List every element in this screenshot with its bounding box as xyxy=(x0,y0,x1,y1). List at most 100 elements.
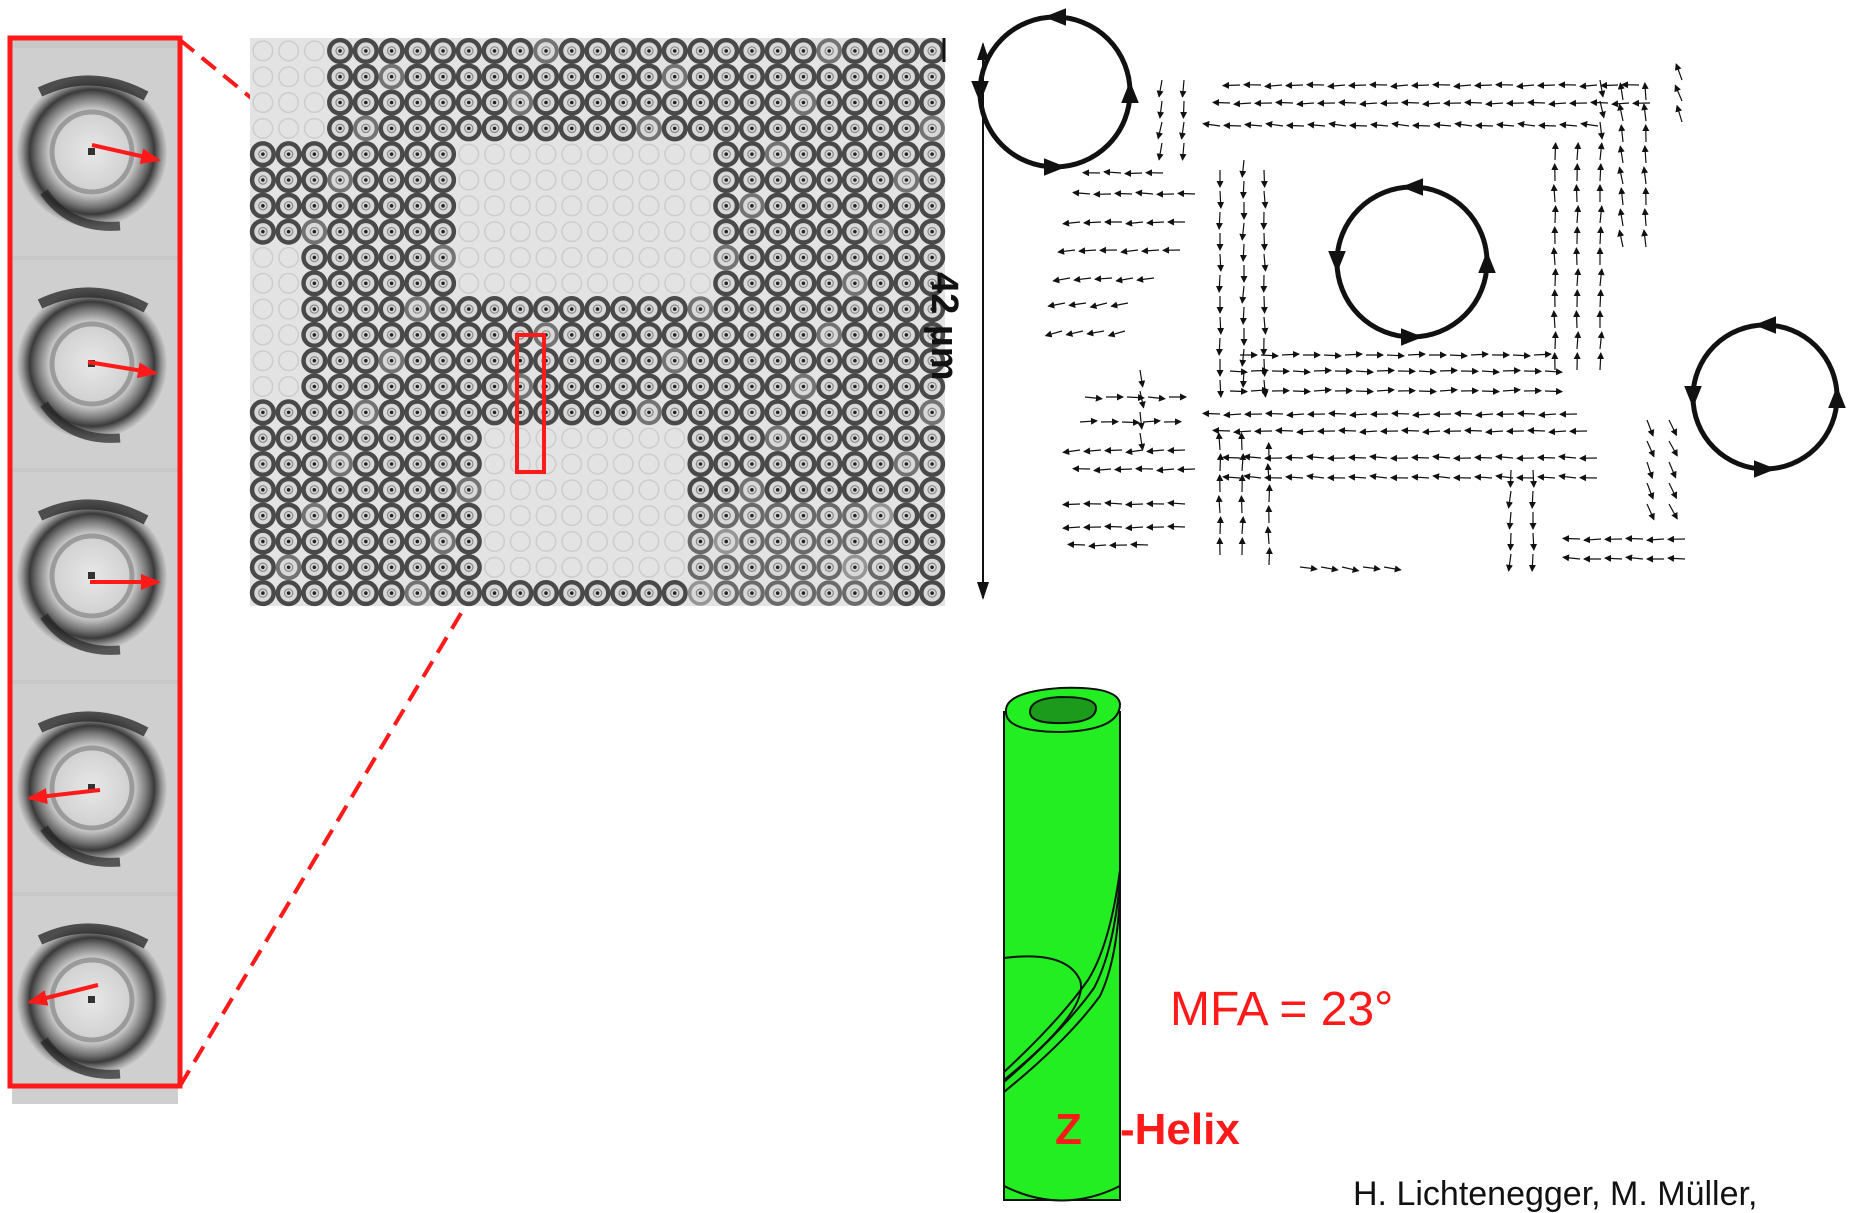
diffraction-ring-icon xyxy=(919,166,946,194)
diffraction-ring-icon xyxy=(842,502,868,529)
field-arrow-icon xyxy=(1320,565,1339,573)
diffraction-ring-icon xyxy=(764,528,791,555)
diffraction-ring-icon xyxy=(481,321,508,348)
fibril-2 xyxy=(1003,879,1121,1083)
diffraction-ring-icon xyxy=(687,89,714,116)
diffraction-ring-icon xyxy=(919,218,946,245)
field-arrow-icon xyxy=(1323,352,1342,360)
diffraction-ring-icon xyxy=(635,321,663,348)
diffraction-ring-icon xyxy=(664,556,686,578)
diffraction-ring-icon xyxy=(429,580,457,607)
diffraction-ring-icon xyxy=(484,505,506,527)
diffraction-ring-icon xyxy=(301,476,328,503)
diffraction-ring-icon xyxy=(635,63,663,90)
diffraction-ring-icon xyxy=(378,425,405,452)
diffraction-ring-icon xyxy=(893,37,920,64)
diffraction-ring-icon xyxy=(278,350,300,372)
field-arrow-icon xyxy=(1125,219,1144,227)
diffraction-ring-icon xyxy=(738,321,766,348)
diffraction-ring-icon xyxy=(790,502,817,529)
diffraction-ring-icon xyxy=(664,505,686,527)
diffraction-ring-icon xyxy=(738,166,766,194)
diffraction-ring-icon xyxy=(713,399,740,426)
author-credit: H. Lichtenegger, M. Müller, xyxy=(1353,1175,1758,1213)
diffraction-ring-icon xyxy=(378,192,405,219)
diffraction-ring-icon xyxy=(664,143,686,165)
field-arrow-icon xyxy=(1079,417,1098,425)
diffraction-ring-icon xyxy=(764,502,791,529)
field-arrow-icon xyxy=(1124,169,1143,177)
field-arrow-icon xyxy=(1167,446,1186,454)
diffraction-ring-icon xyxy=(275,476,302,503)
diffraction-ring-icon xyxy=(841,425,868,452)
diffraction-ring-icon xyxy=(738,270,766,297)
field-arrow-icon xyxy=(1516,82,1535,90)
diffraction-ring-icon xyxy=(535,221,557,243)
field-arrow-icon xyxy=(1573,247,1581,266)
diffraction-ring-icon xyxy=(429,321,457,348)
field-arrow-icon xyxy=(1597,331,1605,350)
diffraction-ring-icon xyxy=(404,218,431,245)
diffraction-ring-icon xyxy=(867,218,894,245)
diffraction-ring-icon xyxy=(484,169,506,191)
diffraction-ring-icon xyxy=(404,321,431,348)
diffraction-ring-icon xyxy=(404,192,431,219)
diffraction-ring-icon xyxy=(867,554,894,581)
diffraction-ring-icon xyxy=(738,63,766,90)
diffraction-ring-icon xyxy=(713,373,740,400)
diffraction-ring-icon xyxy=(378,554,405,581)
field-arrow-icon xyxy=(1507,469,1515,488)
diffraction-ring-icon xyxy=(558,37,585,64)
diffraction-ring-icon xyxy=(919,450,946,478)
field-arrow-icon xyxy=(1502,367,1521,375)
field-arrow-icon xyxy=(1573,310,1581,329)
field-arrow-icon xyxy=(1470,350,1489,358)
diffraction-ring-icon xyxy=(327,270,354,297)
diffraction-ring-icon xyxy=(738,218,766,245)
diffraction-ring-icon xyxy=(586,479,609,501)
diffraction-ring-icon xyxy=(713,89,740,116)
diffraction-ring-icon xyxy=(841,347,868,374)
diffraction-ring-icon xyxy=(764,347,791,374)
helix-letter: Z xyxy=(1055,1105,1082,1154)
field-arrow-icon xyxy=(1167,523,1186,531)
diffraction-ring-icon xyxy=(378,37,405,64)
diffraction-ring-icon xyxy=(535,143,557,165)
field-arrow-icon xyxy=(1432,453,1451,461)
diffraction-ring-icon xyxy=(301,373,328,400)
diffraction-ring-icon xyxy=(535,479,557,501)
field-arrow-icon xyxy=(1390,82,1409,90)
diffraction-ring-icon xyxy=(278,298,300,320)
field-arrow-icon xyxy=(1215,274,1223,293)
diffraction-ring-icon xyxy=(738,425,766,452)
field-arrow-icon xyxy=(1338,99,1357,107)
diffraction-ring-icon xyxy=(638,479,660,501)
field-arrow-icon xyxy=(1212,99,1231,107)
diffraction-ring-icon xyxy=(252,66,274,88)
field-arrow-icon xyxy=(1562,554,1581,562)
diffraction-ring-icon xyxy=(327,296,354,323)
diffraction-ring-icon xyxy=(661,321,688,348)
diffraction-ring-icon xyxy=(893,167,920,193)
diffraction-ring-icon xyxy=(586,505,609,527)
diffraction-ring-icon xyxy=(404,166,431,194)
field-arrow-icon xyxy=(1418,368,1437,376)
diffraction-ring-icon xyxy=(509,246,531,268)
diffraction-ring-icon xyxy=(481,296,508,323)
diffraction-ring-icon xyxy=(764,192,791,219)
diffraction-ring-icon xyxy=(816,244,843,271)
diffraction-ring-icon xyxy=(612,427,634,449)
field-arrow-icon xyxy=(1238,432,1246,451)
diffraction-ring-icon xyxy=(610,399,637,426)
field-arrow-icon xyxy=(1135,189,1154,197)
diffraction-ring-icon xyxy=(509,195,531,217)
field-arrow-icon xyxy=(1264,82,1283,90)
diffraction-ring-icon xyxy=(687,580,714,606)
diffraction-ring-icon xyxy=(816,580,843,606)
field-arrow-icon xyxy=(1574,205,1582,224)
diffraction-ring-icon xyxy=(713,347,740,374)
field-arrow-icon xyxy=(1617,229,1625,248)
diffraction-ring-icon xyxy=(638,427,660,449)
diffraction-ring-icon xyxy=(481,373,508,400)
diffraction-ring-icon xyxy=(455,296,482,323)
